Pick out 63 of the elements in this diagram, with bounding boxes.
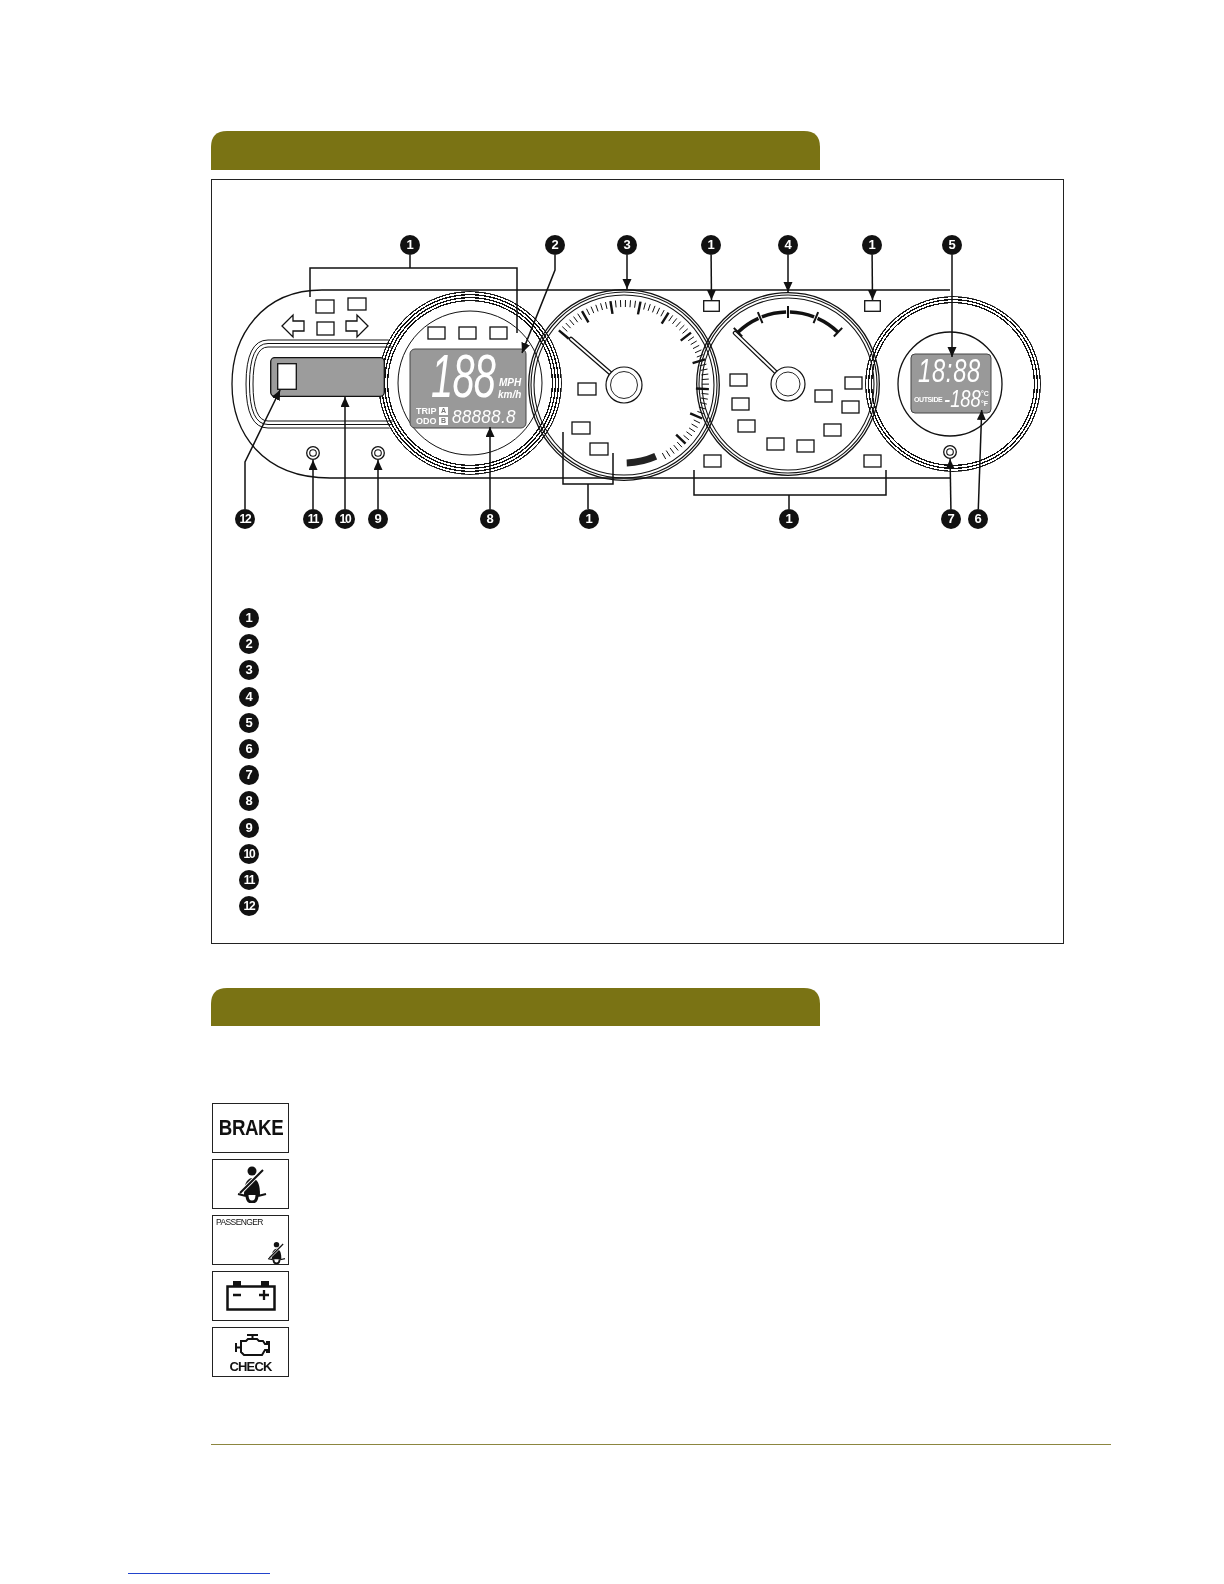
callout-number: 5 [942,235,962,255]
display-segment-icon [277,363,297,390]
callout-number: 11 [303,509,323,529]
leader-arrow [622,254,632,290]
callout-number: 12 [239,896,259,917]
callout-number: 12 [235,509,255,529]
callout-number: 9 [368,509,388,529]
unit-label: MPH [499,377,522,388]
indicator-light-icon [703,300,720,312]
leader-arrow [976,409,986,510]
callout-number: 7 [941,509,961,529]
callout-number: 8 [239,791,259,812]
tachometer-dial [528,289,720,481]
leader-arrow [706,254,716,301]
callout-number: 5 [239,712,259,733]
leader-arrow [783,254,793,293]
callout-number: 1 [239,608,259,628]
callout-number: 1 [862,235,882,255]
clock-digits: 18:88 [918,357,982,384]
callout-number: 1 [779,509,799,529]
callout-number: 2 [545,235,565,255]
leader-arrow [947,254,957,358]
leader-arrow [340,396,350,510]
gauge-dial [696,292,880,476]
leader-arrow [485,426,495,510]
odometer-label: ODO [416,417,437,426]
callout-number: 1 [579,509,599,529]
leader-arrow [867,254,877,301]
unit-label: km/h [498,389,522,400]
symbol-text: BRAKE [218,1116,283,1140]
callout-number: 4 [778,235,798,255]
callout-number: 7 [239,765,259,786]
callout-number: 4 [239,686,259,707]
callout-number: 8 [480,509,500,529]
speed-digits: 188 [431,352,496,400]
trip-label: TRIP [416,407,437,416]
clock-dial [865,296,1041,472]
leader-arrow [373,459,383,510]
temperature-digits: -188 [944,389,981,410]
callout-number: 2 [239,634,259,655]
symbol-text: CHECK [229,1360,272,1374]
callout-number: 1 [400,235,420,255]
callout-number: 10 [239,843,259,864]
callout-number: 10 [335,509,355,529]
leader-arrow [945,458,955,510]
symbol-text: PASSENGER [216,1218,263,1227]
callout-number: 3 [617,235,637,255]
callout-number: 3 [239,660,259,681]
knob-icon [943,445,957,459]
callout-number: 1 [701,235,721,255]
speedometer-dial [378,291,562,475]
leader-arrow [308,459,318,510]
indicator-light-icon [864,300,881,312]
knob-icon [306,446,320,460]
display-screen [270,357,385,397]
leader-arrow [244,389,281,510]
leader-arrow [521,254,556,354]
callout-number: 6 [239,739,259,759]
knob-icon [371,446,385,460]
odometer-digits: 88888.8 [452,407,516,426]
callout-number: 11 [239,870,259,890]
callout-number: 9 [239,817,259,838]
callout-number: 6 [968,509,988,529]
